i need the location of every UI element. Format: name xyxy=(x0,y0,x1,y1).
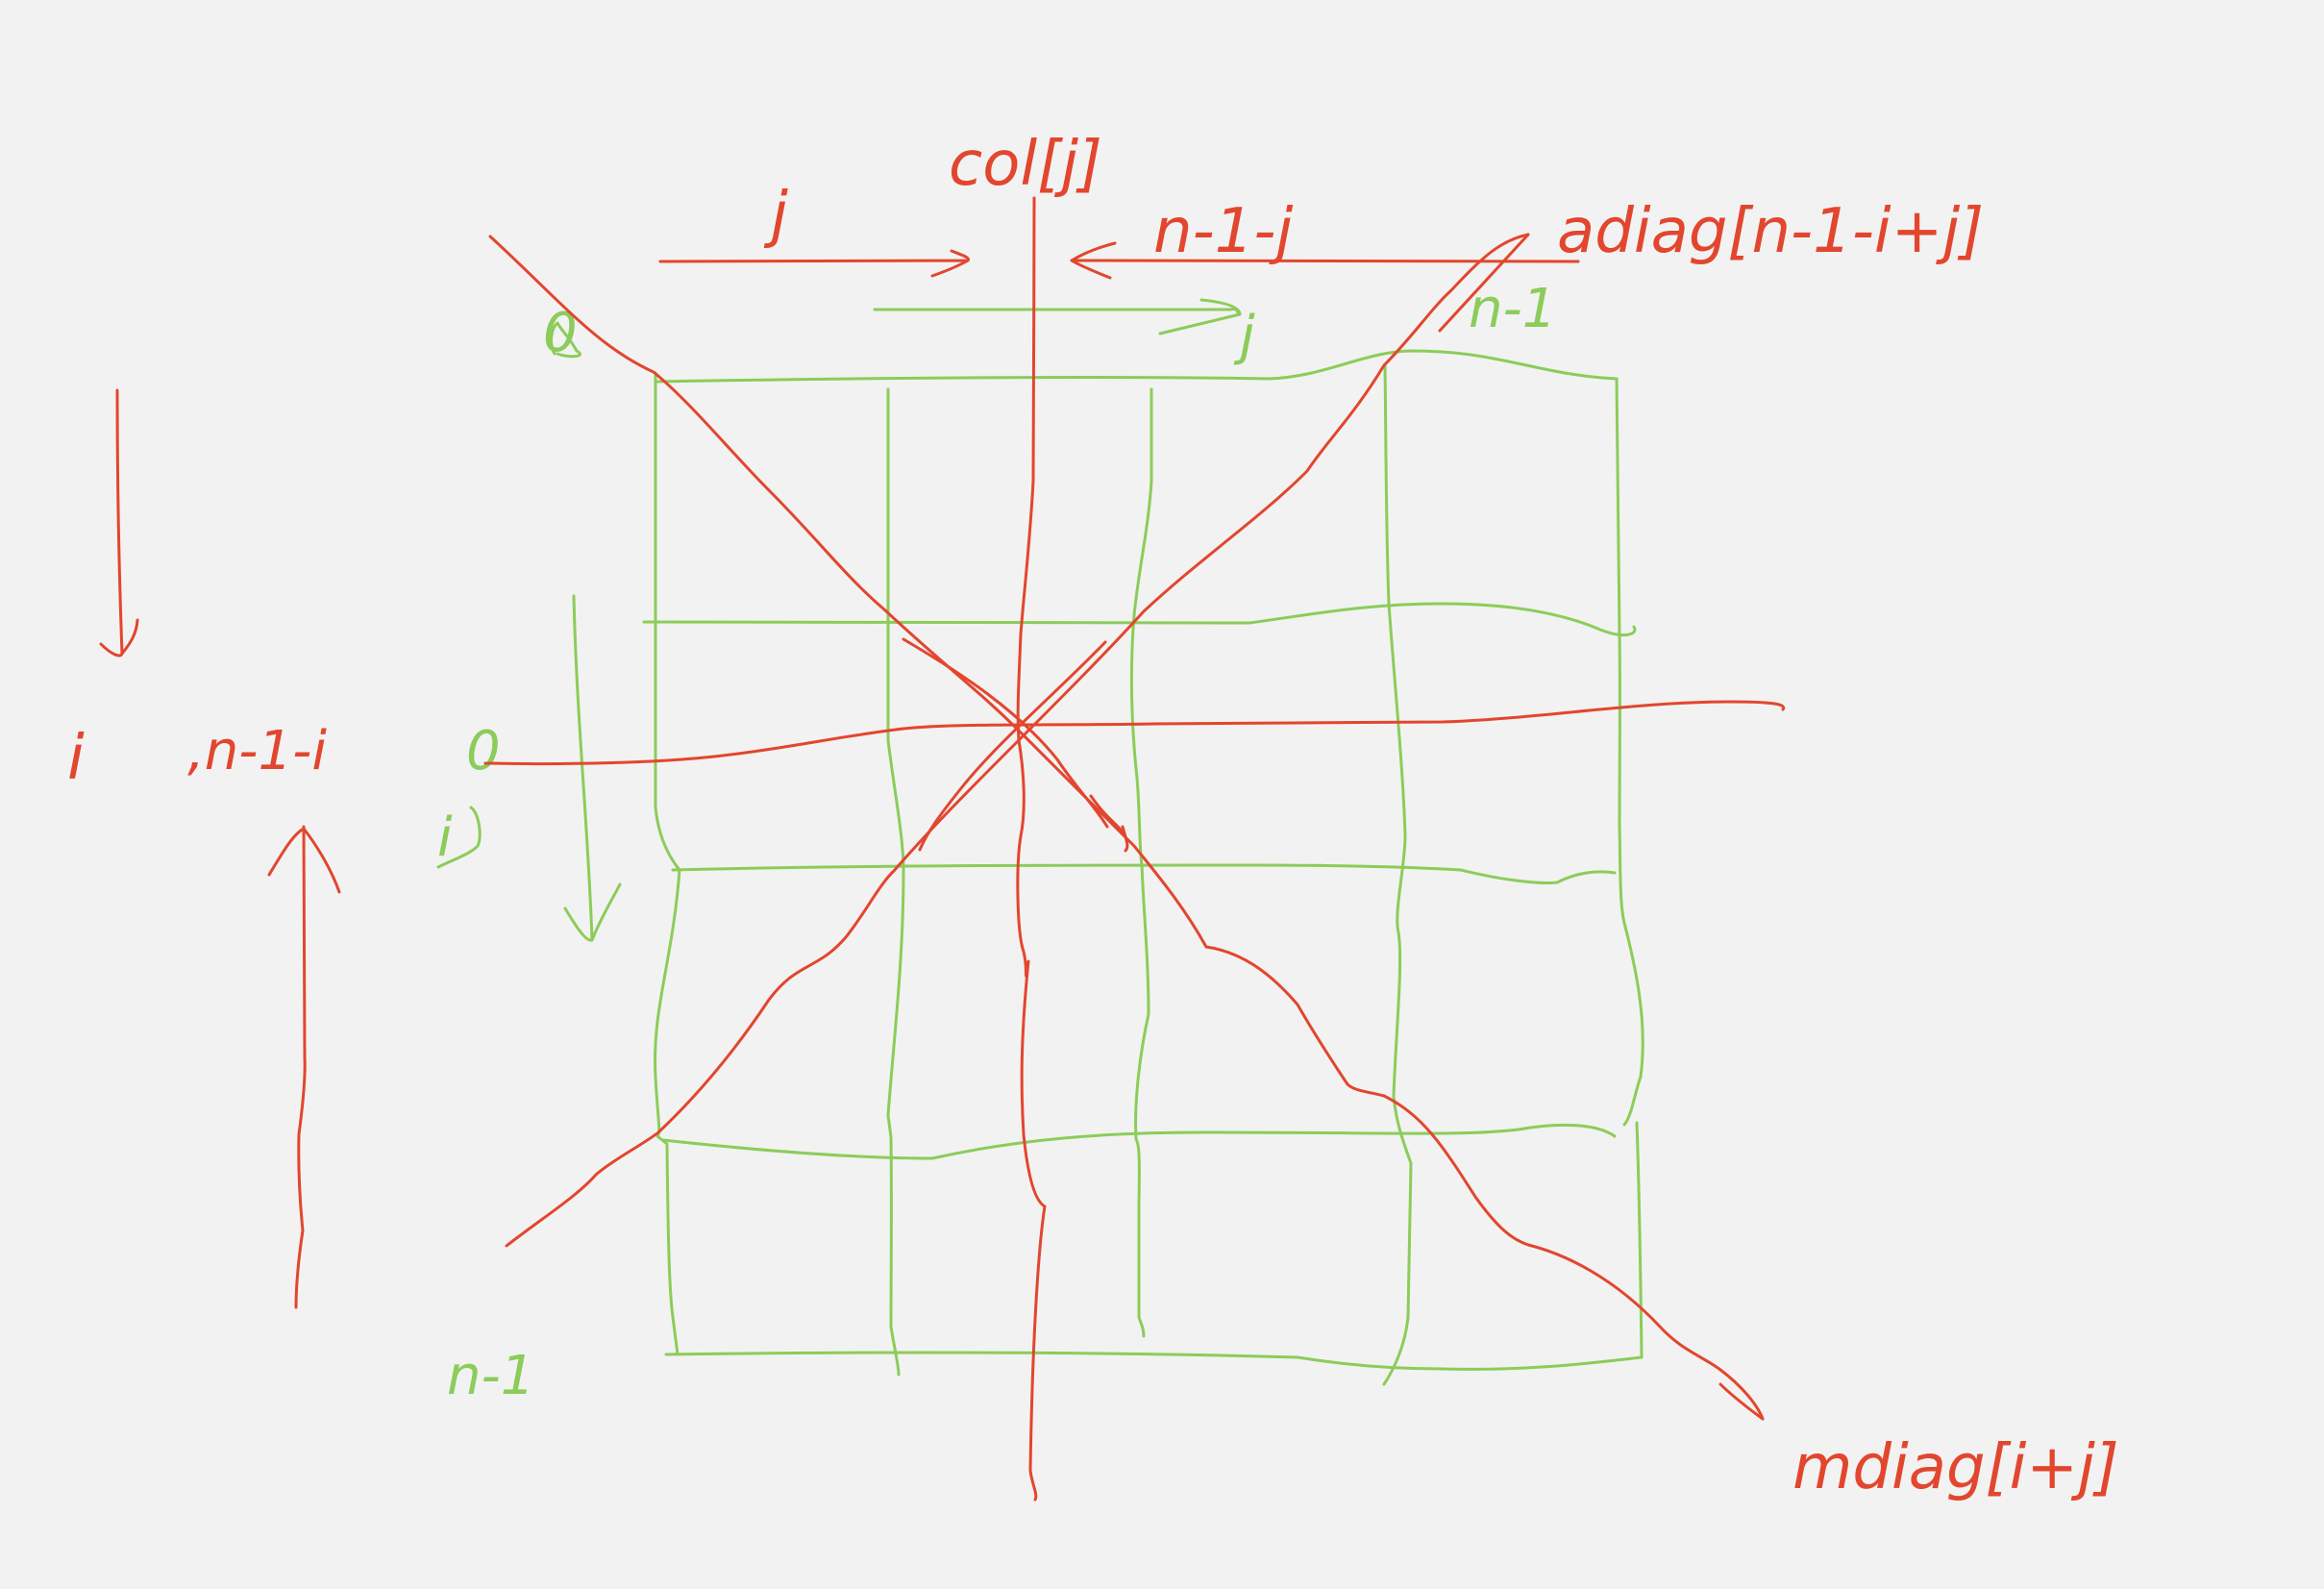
grid-row-line-1 xyxy=(642,602,1637,637)
grid-col-line-0 xyxy=(654,371,681,1356)
adiag-pointer-line xyxy=(1438,233,1530,333)
main-diagonal-line xyxy=(488,235,1765,1421)
label-top-j: j xyxy=(763,180,788,251)
red-labels: col[j] adiag[n-1-i+j] mdiag[i+j] j n-1-j… xyxy=(67,129,2119,1503)
green-label-0-top: 0 xyxy=(543,302,578,364)
green-label-n1-bottom: n-1 xyxy=(447,1345,534,1407)
centre-cross-strokes xyxy=(902,637,1129,853)
label-left-i: i xyxy=(67,723,85,794)
label-col-j: col[j] xyxy=(949,129,1102,200)
green-right-arrow xyxy=(873,298,1242,335)
anti-diagonal-line xyxy=(505,233,1530,1248)
column-line xyxy=(1016,196,1047,1502)
mdiag-pointer-line xyxy=(1718,1382,1765,1421)
grid-col-line-1 xyxy=(886,387,905,1377)
label-mdiag: mdiag[i+j] xyxy=(1792,1432,2119,1503)
row-line xyxy=(483,700,1786,766)
green-down-arrow xyxy=(563,594,622,942)
grid-row-line-2 xyxy=(671,863,1617,884)
grid-col-line-3 xyxy=(1382,363,1413,1386)
green-annotations: j n-1 0 0 i n-1 xyxy=(436,278,1556,1407)
green-tick-marks xyxy=(436,321,581,869)
grid xyxy=(642,349,1644,1386)
green-label-n1-top: n-1 xyxy=(1469,278,1556,340)
label-left-n1i: ,n-1-i xyxy=(187,720,327,782)
top-j-arrow xyxy=(658,249,971,278)
grid-col-line-2 xyxy=(1129,387,1153,1338)
grid-row-line-3 xyxy=(661,1123,1617,1160)
green-label-0-left: 0 xyxy=(466,720,501,782)
grid-col-line-5 xyxy=(1635,1121,1644,1359)
grid-row-line-0 xyxy=(655,349,1619,384)
top-n1j-arrow xyxy=(1070,241,1580,280)
green-label-i-left: i xyxy=(437,807,453,869)
left-i-arrow xyxy=(99,388,139,658)
grid-row-line-4 xyxy=(664,1351,1644,1371)
red-overlay xyxy=(99,196,1786,1502)
label-adiag: adiag[n-1-i+j] xyxy=(1557,196,1984,267)
grid-col-line-4 xyxy=(1615,377,1644,1127)
label-top-n1j: n-1-j xyxy=(1153,196,1293,267)
left-n1i-arrow xyxy=(267,825,341,1309)
